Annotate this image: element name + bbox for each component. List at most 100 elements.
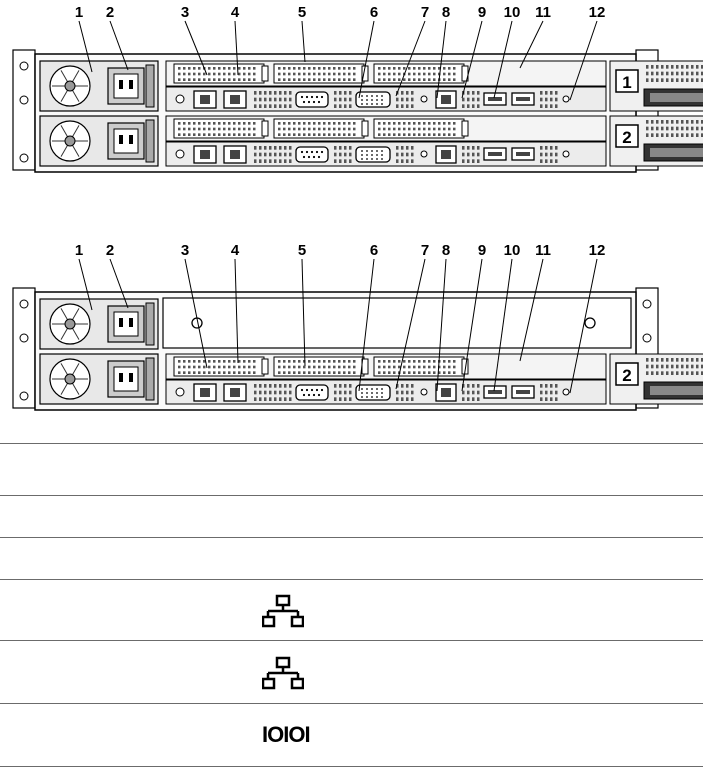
- fan-hub: [64, 80, 76, 92]
- vent-slot: [428, 371, 431, 374]
- vent-slot: [298, 371, 301, 374]
- vent-slot: [248, 67, 251, 70]
- vent-slot: [448, 365, 451, 369]
- vent-slot: [343, 67, 346, 70]
- vent-slot: [318, 72, 321, 76]
- vent-slot: [328, 133, 331, 136]
- ear-hole: [642, 299, 652, 309]
- vent-slot: [253, 78, 256, 81]
- vent-slot: [344, 152, 347, 157]
- pin: [371, 396, 373, 398]
- vent-slot: [188, 371, 191, 374]
- vent-slot: [691, 65, 694, 69]
- vent-slot: [671, 133, 674, 137]
- vent-slot: [398, 122, 401, 125]
- vent-slot: [393, 371, 396, 374]
- vent-slot: [289, 159, 292, 163]
- screw: [175, 387, 185, 397]
- vent-slot: [681, 65, 684, 69]
- vent-slot: [339, 104, 342, 108]
- vent-slot: [448, 133, 451, 136]
- vent-slot: [338, 365, 341, 369]
- vent-slot: [339, 152, 342, 157]
- vent-slot: [228, 127, 231, 131]
- socket-pin: [129, 135, 133, 144]
- vent-slot: [279, 390, 282, 395]
- pin: [302, 155, 306, 159]
- vent-slot: [344, 159, 347, 163]
- vent-slot: [333, 365, 336, 369]
- vent-slot: [278, 127, 281, 131]
- vent-slot: [353, 371, 356, 374]
- vent-slot: [243, 365, 246, 369]
- vent-slot: [349, 159, 352, 163]
- vent-slot: [188, 78, 191, 81]
- vent-slot: [303, 127, 306, 131]
- vent-slot: [462, 397, 465, 401]
- vent-slot: [661, 78, 664, 82]
- vent-slot: [318, 360, 321, 363]
- pin: [376, 158, 378, 160]
- vent-slot: [278, 365, 281, 369]
- vent-slot: [198, 127, 201, 131]
- slot-latch: [361, 120, 369, 137]
- pin: [312, 155, 316, 159]
- vent-slot: [288, 371, 291, 374]
- vent-slot: [183, 67, 186, 70]
- vent-slot: [328, 67, 331, 70]
- serial-port: [295, 91, 329, 108]
- vent-slot: [403, 360, 406, 363]
- vent-slot: [438, 371, 441, 374]
- vent-slot: [411, 397, 414, 401]
- vent-slot: [349, 384, 352, 388]
- vent-slot: [334, 397, 337, 401]
- vent-slot: [178, 127, 181, 131]
- vent-slot: [398, 360, 401, 363]
- nic-port-jack: [200, 150, 210, 159]
- power-socket-inner: [113, 73, 139, 99]
- node-label-box: [615, 362, 639, 386]
- vent-slot: [269, 91, 272, 95]
- vent-slot: [676, 126, 679, 131]
- vent-slot: [403, 127, 406, 131]
- vent-slot: [413, 133, 416, 136]
- power-led: [562, 150, 570, 158]
- vent-slot: [661, 371, 664, 375]
- vent-slot: [701, 78, 703, 82]
- vent-slot: [303, 365, 306, 369]
- vent-slot: [646, 358, 649, 362]
- vent-slot: [696, 133, 699, 137]
- serial-port-icon: IOIOI: [262, 722, 311, 747]
- pin: [376, 150, 378, 152]
- vent-slot: [308, 365, 311, 369]
- power-led: [562, 95, 570, 103]
- pin: [376, 154, 378, 156]
- vent-slot: [701, 120, 703, 124]
- vent-slot: [243, 371, 246, 374]
- vent-slot: [428, 122, 431, 125]
- vent-slot: [254, 159, 257, 163]
- vent-slot: [453, 122, 456, 125]
- vent-slot: [403, 133, 406, 136]
- pin: [381, 154, 383, 156]
- pin: [381, 158, 383, 160]
- callout-number: 9: [478, 4, 486, 21]
- vent-slot: [188, 360, 191, 363]
- vent-slot: [259, 152, 262, 157]
- vent-slot: [293, 78, 296, 81]
- pin: [320, 95, 324, 99]
- vent-slot: [344, 384, 347, 388]
- node-number-label: 1: [622, 73, 631, 92]
- callout-number: 1: [75, 242, 83, 259]
- vent-slot: [388, 365, 391, 369]
- vent-slot: [411, 159, 414, 163]
- callout-leader: [569, 258, 598, 394]
- vent-slot: [555, 390, 558, 395]
- vent-slot: [453, 72, 456, 76]
- ear-hole: [642, 333, 652, 343]
- vent-slot: [318, 122, 321, 125]
- fan-hub: [64, 318, 76, 330]
- vent-slot: [183, 371, 186, 374]
- vent-slot: [193, 360, 196, 363]
